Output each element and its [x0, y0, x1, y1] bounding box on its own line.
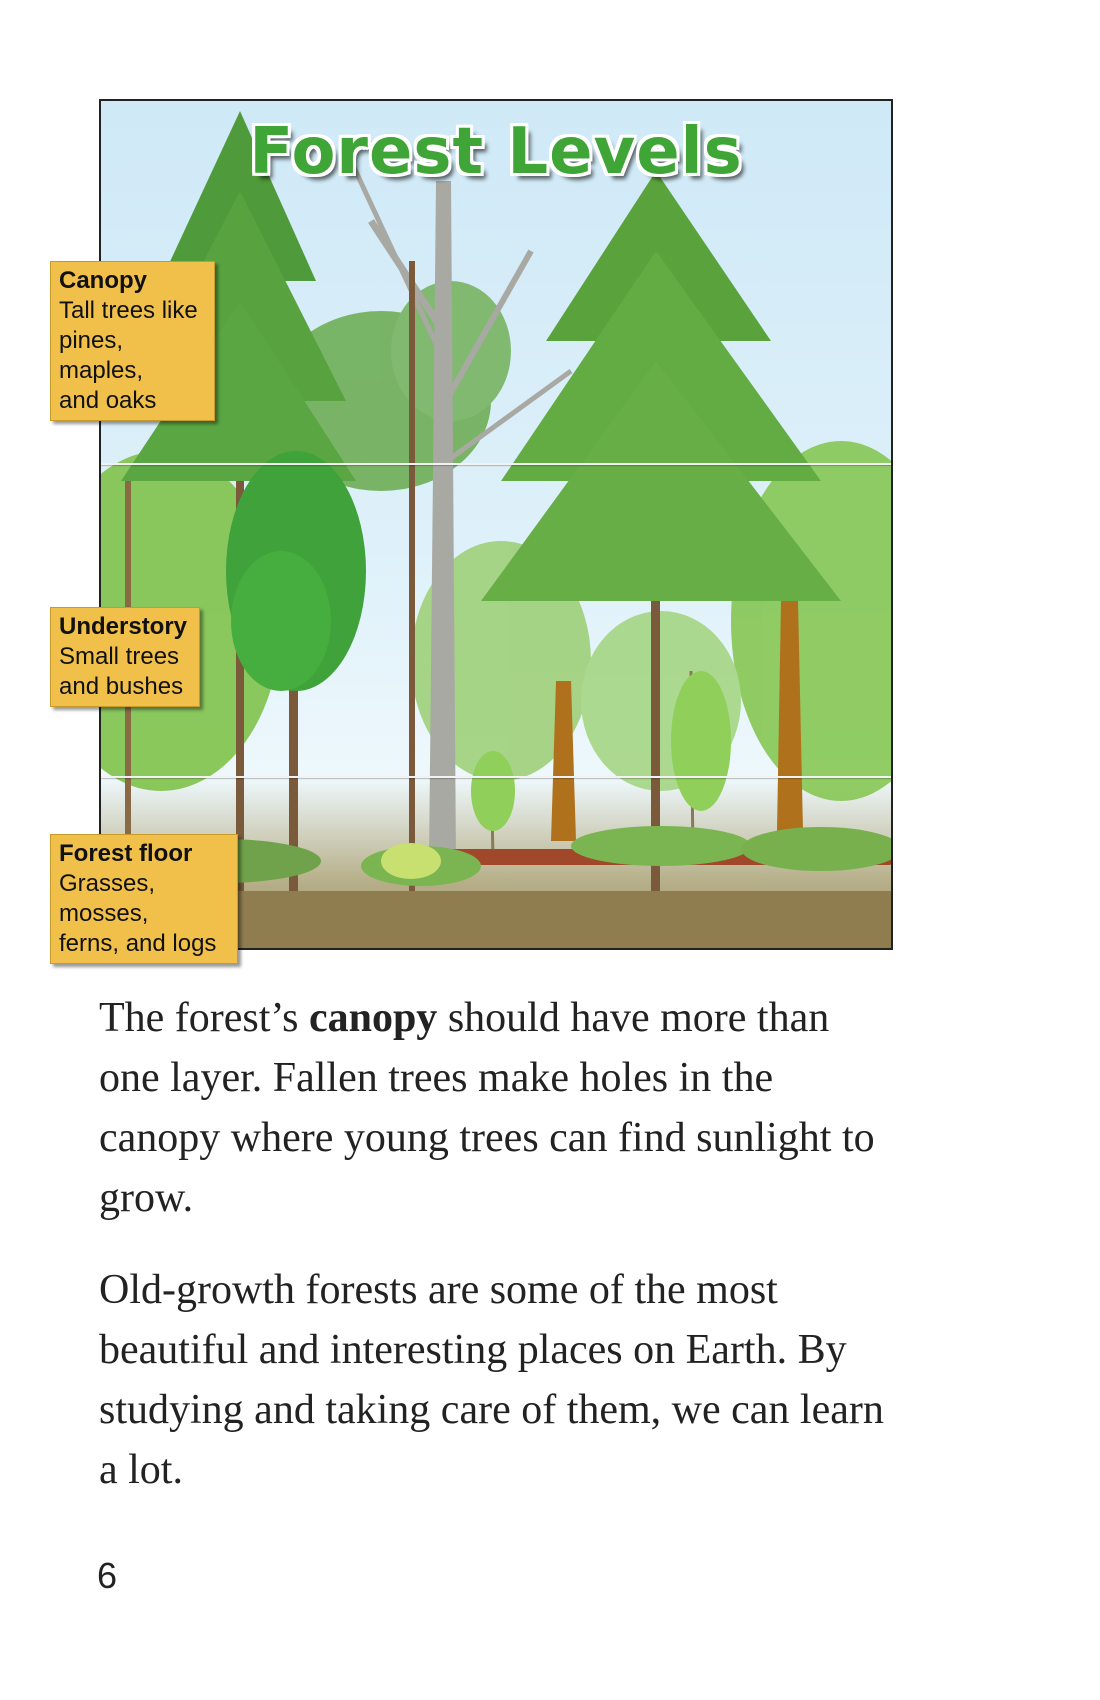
understory-label-title: Understory: [59, 613, 188, 640]
figure-title: Forest Levels: [249, 115, 743, 189]
forest-floor-label-line: Grasses, mosses,: [59, 870, 156, 927]
canopy-label-title: Canopy: [59, 267, 148, 294]
forest-floor-label: Forest floor Grasses, mosses, ferns, and…: [50, 834, 238, 964]
understory-divider: [101, 776, 891, 778]
forest-floor-label-line: ferns, and logs: [59, 930, 217, 957]
bold-term: canopy: [308, 995, 438, 1041]
canopy-divider: [101, 463, 891, 465]
understory-label: Understory Small trees and bushes: [50, 607, 200, 707]
paragraph-canopy: The forest’s canopy should have more tha…: [99, 988, 899, 1228]
page-number: 6: [97, 1555, 118, 1596]
forest-levels-illustration: Forest Levels: [99, 99, 893, 950]
canopy-label-line: and oaks: [59, 387, 157, 414]
forest-scene-art: [101, 111, 891, 948]
canopy-label: Canopy Tall trees like pines, maples, an…: [50, 261, 215, 421]
forest-floor-label-title: Forest floor: [59, 840, 193, 867]
paragraph-text: The forest’s: [99, 995, 309, 1041]
canopy-label-line: pines, maples,: [59, 327, 144, 384]
paragraph-old-growth: Old-growth forests are some of the most …: [99, 1267, 884, 1493]
paragraph-text: should have more than one layer. Fallen …: [99, 995, 875, 1221]
understory-label-line: and bushes: [59, 673, 184, 700]
understory-label-line: Small trees: [59, 643, 180, 670]
canopy-label-line: Tall trees like: [59, 297, 198, 324]
